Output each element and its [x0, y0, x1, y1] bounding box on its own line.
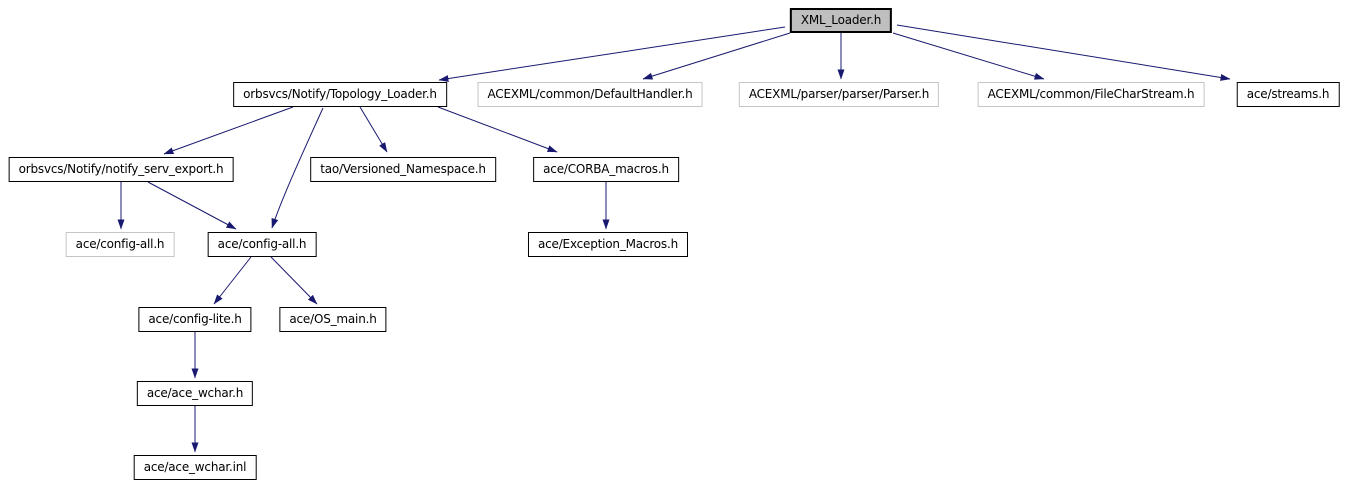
- edge-configall-osmain: [270, 256, 318, 305]
- node-parser-h: ACEXML/parser/parser/Parser.h: [738, 82, 940, 107]
- edge-topology-configall: [271, 107, 324, 229]
- edge-xmlloader-filecharstream: [892, 32, 1045, 80]
- node-topology-loader-h[interactable]: orbsvcs/Notify/Topology_Loader.h: [233, 82, 447, 107]
- edge-xmlloader-topologyloader: [438, 26, 786, 83]
- node-file-char-stream-h: ACEXML/common/FileCharStream.h: [977, 82, 1205, 107]
- edge-topology-corbamacros: [437, 106, 558, 153]
- node-streams-h[interactable]: ace/streams.h: [1236, 82, 1340, 107]
- node-versioned-namespace-h[interactable]: tao/Versioned_Namespace.h: [310, 157, 496, 182]
- node-config-lite-h[interactable]: ace/config-lite.h: [138, 307, 252, 332]
- node-ace-wchar-inl[interactable]: ace/ace_wchar.inl: [133, 455, 257, 480]
- node-config-all-h-plain: ace/config-all.h: [65, 232, 175, 257]
- node-notify-serv-export-h[interactable]: orbsvcs/Notify/notify_serv_export.h: [8, 157, 234, 182]
- edge-topology-versionedns: [359, 106, 388, 153]
- node-ace-wchar-h[interactable]: ace/ace_wchar.h: [136, 381, 254, 406]
- node-os-main-h[interactable]: ace/OS_main.h: [279, 307, 387, 332]
- node-default-handler-h: ACEXML/common/DefaultHandler.h: [477, 82, 703, 107]
- edge-topology-servexport: [163, 106, 294, 155]
- edge-xmlloader-streams: [896, 24, 1231, 81]
- node-xml-loader-h: XML_Loader.h: [789, 8, 893, 33]
- node-exception-macros-h[interactable]: ace/Exception_Macros.h: [527, 232, 689, 257]
- edge-servexport-configall: [147, 181, 237, 230]
- node-config-all-h[interactable]: ace/config-all.h: [207, 232, 317, 257]
- edge-xmlloader-defaulthandler: [642, 32, 791, 80]
- node-corba-macros-h[interactable]: ace/CORBA_macros.h: [533, 157, 679, 182]
- edge-configall-configlite: [213, 256, 252, 305]
